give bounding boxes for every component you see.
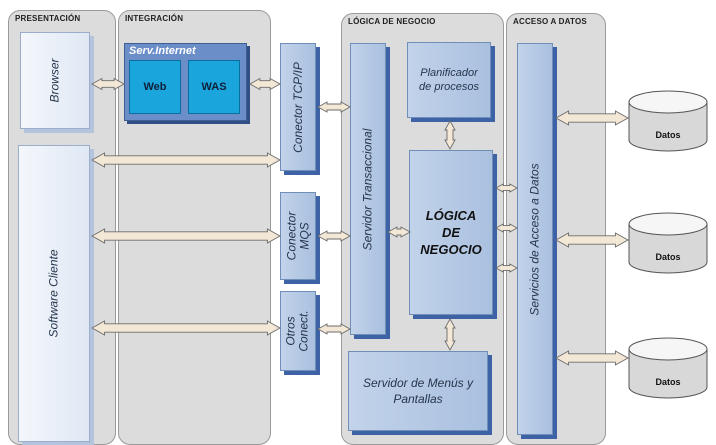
arrow-logica-menus <box>444 318 456 351</box>
arrow-client-otros <box>91 320 281 336</box>
planificador-label: Planificador de procesos <box>419 66 479 94</box>
arrow-servicios-datos-1 <box>555 110 629 126</box>
arrow-mqs-transaccional <box>317 230 351 242</box>
web-box: Web <box>129 60 181 114</box>
planificador-line2: de procesos <box>419 81 479 93</box>
arrow-transaccional-logica <box>387 226 411 238</box>
datos-cylinder-3: Datos <box>627 335 709 405</box>
datos-cylinder-2: Datos <box>627 210 709 280</box>
arrow-client-mqs <box>91 228 281 244</box>
arrow-planificador-logica <box>444 120 456 150</box>
servidor-transaccional-box: Servidor Transaccional <box>350 43 386 335</box>
was-label: WAS <box>201 81 227 93</box>
logica-line2: DE <box>441 225 461 240</box>
arrow-tcp-transaccional <box>317 101 351 113</box>
serv-internet-box: Serv.Internet Web WAS <box>124 43 247 121</box>
logica-line1: LÓGICA <box>425 208 477 223</box>
panel-title-acceso: ACCESO A DATOS <box>513 17 587 26</box>
software-cliente-box: Software Cliente <box>18 145 90 442</box>
serv-internet-title: Serv.Internet <box>129 45 196 57</box>
was-box: WAS <box>188 60 240 114</box>
arrow-client-tcp <box>91 152 281 168</box>
planificador-box: Planificador de procesos <box>407 42 491 118</box>
servidor-menus-label: Servidor de Menús y Pantallas <box>363 375 473 407</box>
servicios-acceso-datos-box: Servicios de Acceso a Datos <box>517 43 553 435</box>
panel-title-logica: LÓGICA DE NEGOCIO <box>348 17 436 26</box>
web-label: Web <box>143 81 167 93</box>
otros-conect-box: Otros Conect. <box>280 291 316 371</box>
arrow-logica-servicios-1 <box>495 183 518 193</box>
logica-negocio-label: LÓGICA DE NEGOCIO <box>420 207 481 258</box>
datos-cylinder-1: Datos <box>627 88 709 158</box>
arrow-logica-servicios-2 <box>495 223 518 233</box>
arrow-logica-servicios-3 <box>495 263 518 273</box>
arrow-serv-tcp <box>249 77 281 91</box>
datos-label-1: Datos <box>655 130 681 140</box>
conector-tcp-box: Conector TCP/IP <box>280 43 316 171</box>
browser-box: Browser <box>20 32 90 129</box>
arrow-servicios-datos-3 <box>555 350 629 366</box>
arrow-servicios-datos-2 <box>555 232 629 248</box>
servidor-menus-box: Servidor de Menús y Pantallas <box>348 351 488 431</box>
arrow-browser-serv <box>91 77 125 91</box>
datos-label-3: Datos <box>655 377 681 387</box>
database-icon <box>628 337 708 399</box>
logica-line3: NEGOCIO <box>420 242 482 257</box>
menus-line1: Servidor de Menús y <box>362 376 474 390</box>
database-icon <box>628 90 708 152</box>
database-icon <box>628 212 708 274</box>
panel-title-integracion: INTEGRACIÓN <box>125 14 184 23</box>
menus-line2: Pantallas <box>393 392 443 406</box>
panel-title-presentacion: PRESENTACIÓN <box>15 14 81 23</box>
arrow-otros-transaccional <box>317 323 351 335</box>
datos-label-2: Datos <box>655 252 681 262</box>
planificador-line1: Planificador <box>420 67 478 79</box>
